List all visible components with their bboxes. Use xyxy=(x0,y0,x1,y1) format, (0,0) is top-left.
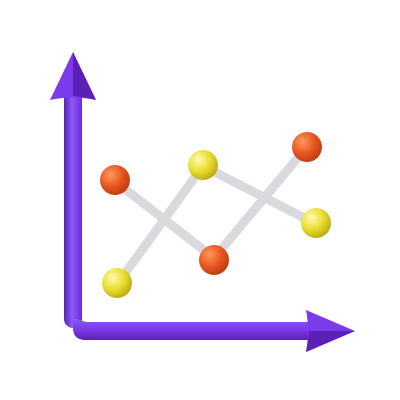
rod-segment xyxy=(209,143,311,263)
rod-segment xyxy=(198,161,321,229)
data-point xyxy=(102,268,132,298)
series-yellow xyxy=(102,150,331,298)
x-axis-arrow xyxy=(73,310,355,352)
data-point xyxy=(292,132,322,162)
rod-segment xyxy=(113,161,208,288)
data-point xyxy=(100,165,130,195)
data-point xyxy=(199,245,229,275)
connector-rods xyxy=(111,143,321,288)
series-orange xyxy=(100,132,322,275)
data-point xyxy=(188,150,218,180)
y-axis-arrow xyxy=(50,52,96,328)
data-point xyxy=(301,208,331,238)
